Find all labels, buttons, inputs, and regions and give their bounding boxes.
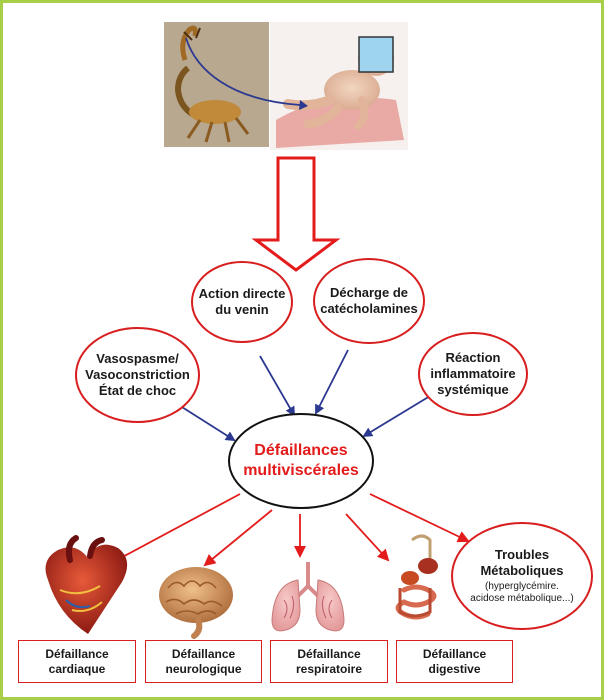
- outcome-box-neurologique: Défaillance neurologique: [145, 640, 262, 683]
- troubles-metaboliques-oval: Troubles Métaboliques (hyperglycémire. a…: [451, 522, 593, 630]
- main-flow-arrow: [251, 156, 341, 272]
- outcome-digestive-label: Défaillance digestive: [422, 646, 487, 676]
- baby-image: [270, 22, 408, 150]
- outcome-box-respiratoire: Défaillance respiratoire: [270, 640, 388, 683]
- digestive-icon: [395, 534, 438, 620]
- cause-action-directe-label: Action directe du venin: [198, 286, 286, 317]
- heart-icon: [45, 535, 128, 634]
- cause-decharge-label: Décharge de catécholamines: [320, 285, 418, 316]
- troubles-title: Troubles Métaboliques: [480, 547, 564, 578]
- outcome-box-cardiaque: Défaillance cardiaque: [18, 640, 136, 683]
- cause-vasospasme-label: Vasospasme/ Vasoconstriction État de cho…: [85, 351, 190, 398]
- outcome-neurologique-label: Défaillance neurologique: [165, 646, 242, 676]
- cause-reaction-label: Réaction inflammatoire systémique: [430, 350, 516, 397]
- scorpion-image: [164, 22, 269, 147]
- cause-oval-action-directe: Action directe du venin: [191, 261, 293, 343]
- brain-icon: [159, 567, 233, 639]
- center-label: Défaillances multiviscérales: [243, 442, 359, 479]
- troubles-detail: (hyperglycémire. acidose métabolique...): [470, 581, 574, 604]
- cause-oval-reaction: Réaction inflammatoire systémique: [418, 332, 528, 416]
- cause-oval-vasospasme: Vasospasme/ Vasoconstriction État de cho…: [75, 327, 200, 423]
- outcome-box-digestive: Défaillance digestive: [396, 640, 513, 683]
- cause-oval-decharge: Décharge de catécholamines: [313, 258, 425, 344]
- outcome-cardiaque-label: Défaillance cardiaque: [45, 646, 109, 676]
- outcome-respiratoire-label: Défaillance respiratoire: [295, 646, 363, 676]
- lungs-icon: [271, 562, 345, 632]
- center-oval: Défaillances multiviscérales: [228, 413, 374, 509]
